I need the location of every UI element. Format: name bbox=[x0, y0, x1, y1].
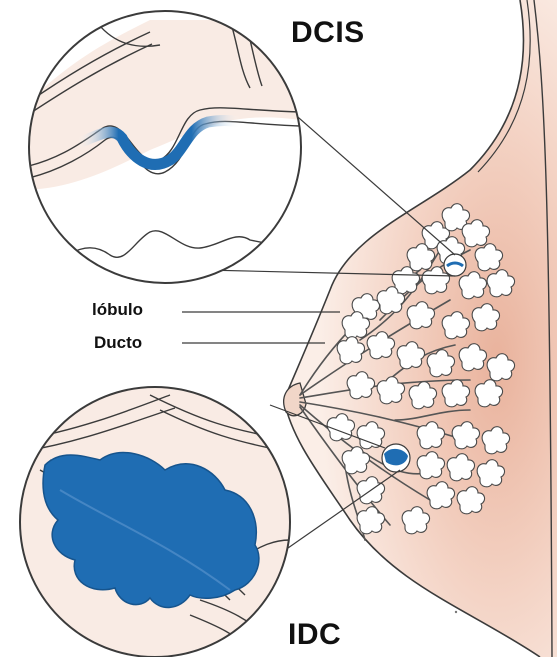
idc-magnified-circle bbox=[20, 387, 290, 657]
lobule-label: lóbulo bbox=[92, 300, 143, 320]
dcis-magnified-circle bbox=[20, 11, 301, 283]
dcis-title: DCIS bbox=[291, 16, 365, 50]
idc-title: IDC bbox=[288, 618, 341, 652]
duct-label: Ducto bbox=[94, 333, 142, 353]
